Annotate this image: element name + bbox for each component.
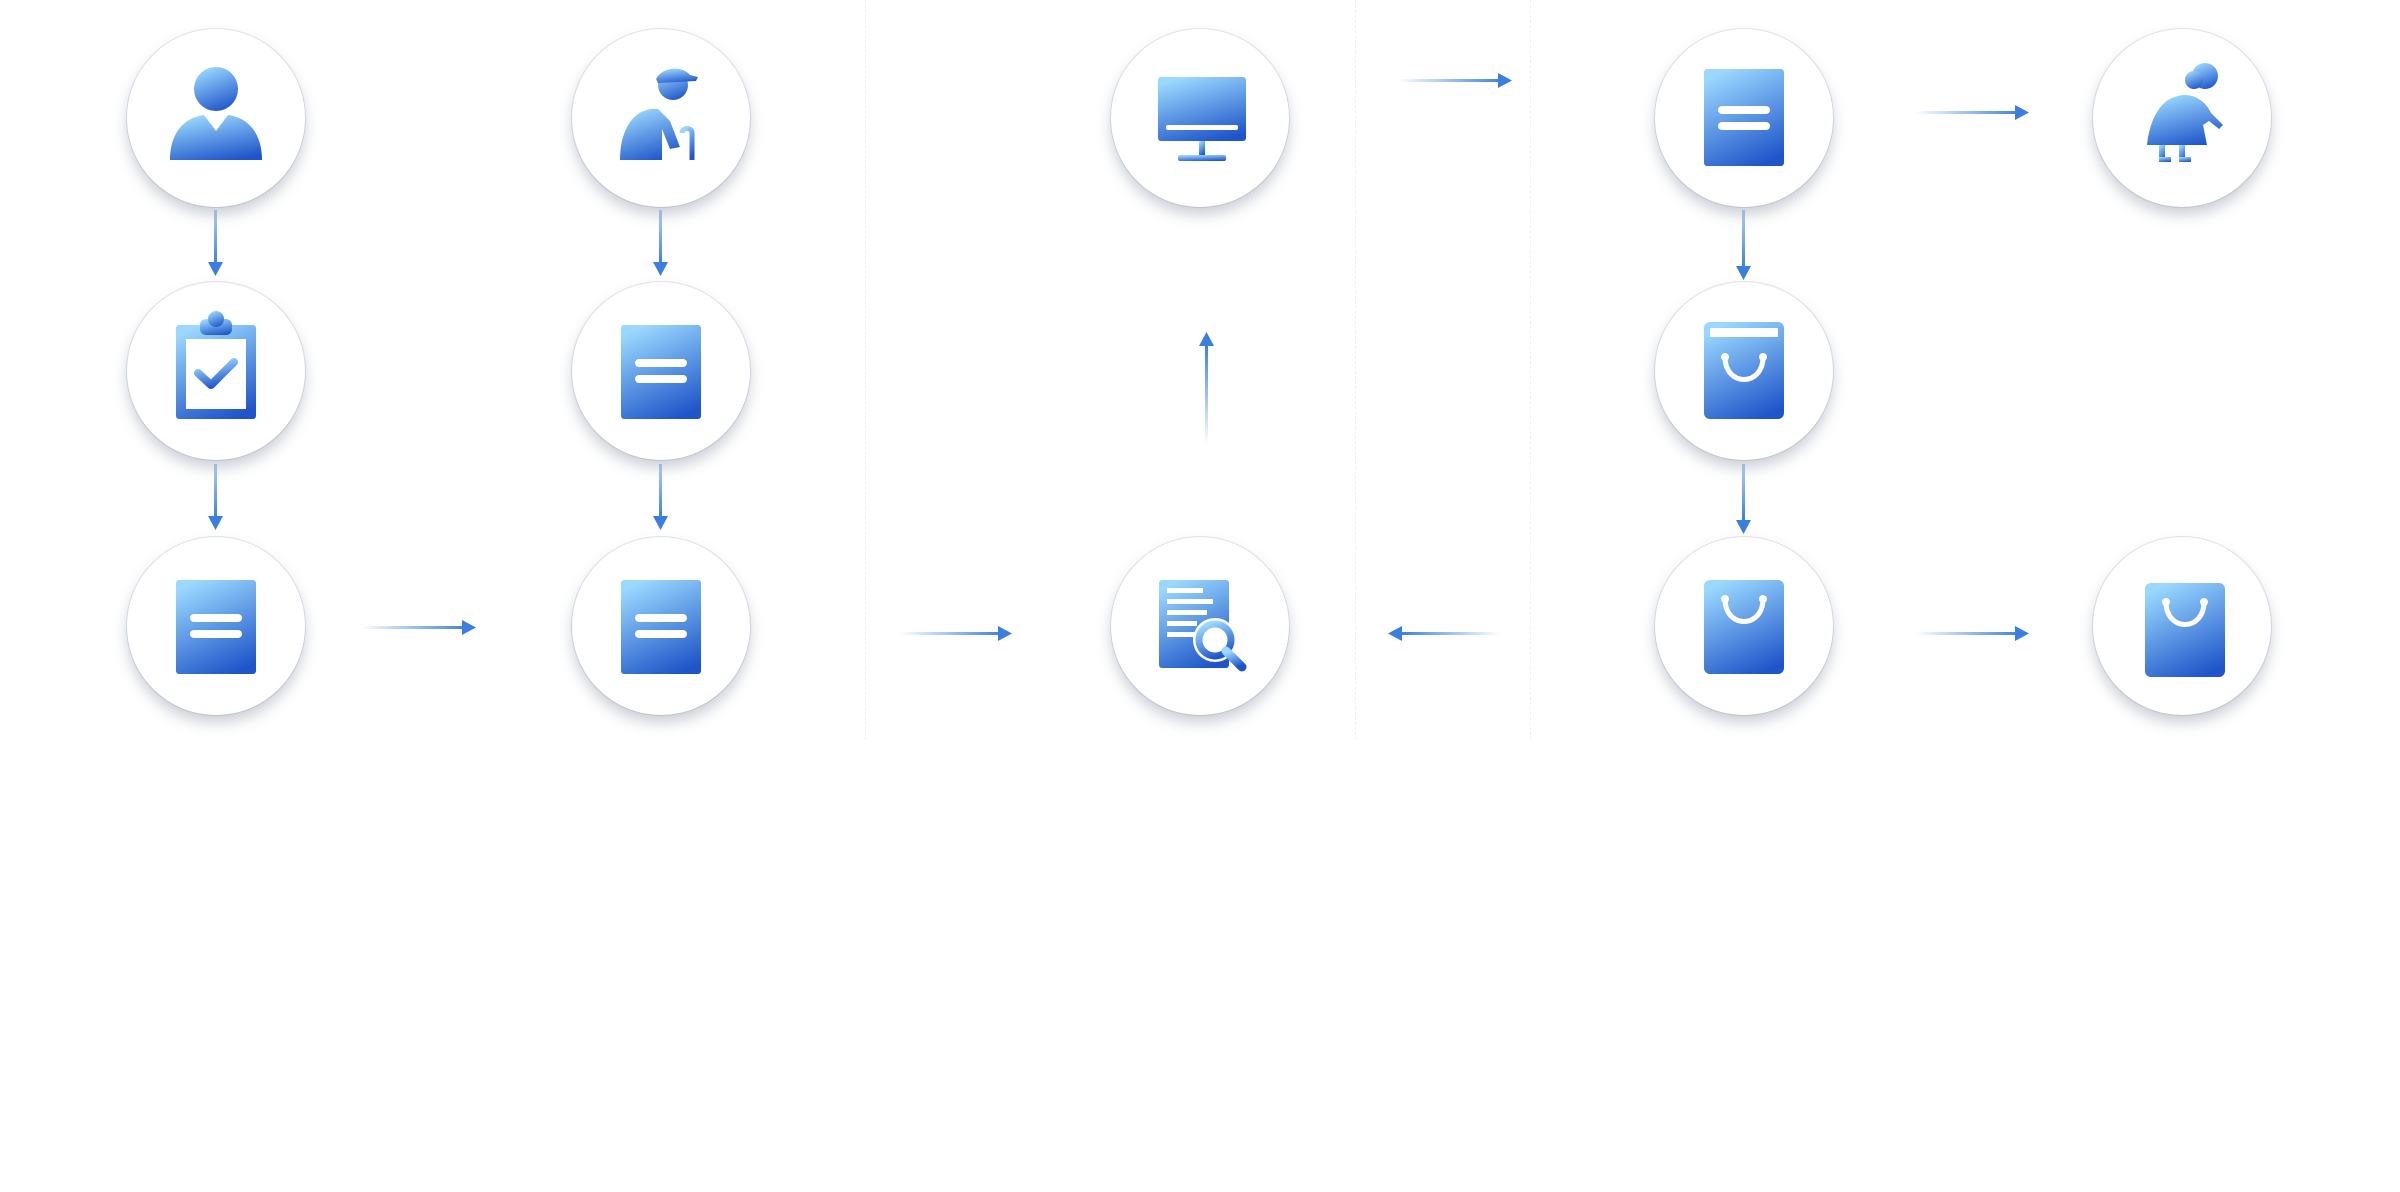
- shopping-bag-icon: [1704, 580, 1784, 674]
- node-document-search: [1111, 537, 1289, 715]
- person-icon: [170, 67, 262, 160]
- column-divider: [0, 0, 866, 740]
- node-elderly-man: [572, 29, 750, 207]
- monitor-icon: [1158, 77, 1246, 161]
- node-shopping-bag: [1655, 282, 1833, 460]
- node-document: [1655, 29, 1833, 207]
- node-document: [572, 282, 750, 460]
- clipboard-check-icon: [176, 311, 256, 419]
- node-elderly-woman: [2093, 29, 2271, 207]
- node-monitor: [1111, 29, 1289, 207]
- document-icon: [621, 580, 701, 674]
- node-person: [127, 29, 305, 207]
- arrow-n11-n13: [1915, 626, 2029, 641]
- column-divider: [1355, 0, 1531, 740]
- node-document: [572, 537, 750, 715]
- document-icon: [1704, 69, 1784, 166]
- arrow-n9-n12: [1915, 105, 2029, 120]
- document-icon: [176, 580, 256, 674]
- document-icon: [621, 325, 701, 419]
- node-shopping-bag: [2093, 537, 2271, 715]
- elderly-woman-with-cane-icon: [2147, 63, 2223, 162]
- shopping-bag-icon: [2145, 583, 2225, 677]
- flow-diagram: [0, 0, 2271, 740]
- document-search-icon: [1159, 580, 1247, 672]
- arrow-n9-n10: [1736, 210, 1751, 280]
- node-clipboard-check: [127, 282, 305, 460]
- column-divider: [865, 0, 1356, 740]
- shopping-bag-icon: [1704, 322, 1784, 419]
- arrow-n10-n11: [1736, 464, 1751, 534]
- node-shopping-bag: [1655, 537, 1833, 715]
- elderly-man-with-cane-icon: [620, 68, 698, 160]
- node-document: [127, 537, 305, 715]
